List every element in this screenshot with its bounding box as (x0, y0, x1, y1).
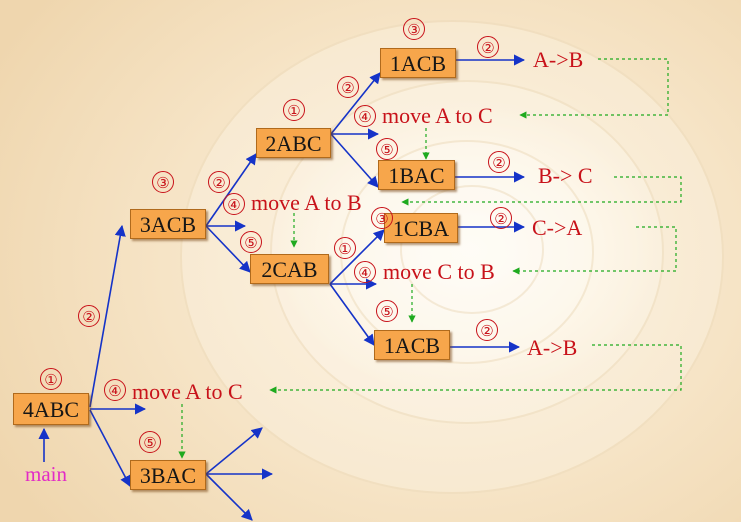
return-ab1-to-move (519, 58, 669, 119)
node-3bac: 3BAC (130, 460, 206, 490)
step-marker: ⑤ (240, 231, 262, 253)
node-2abc: 2ABC (256, 128, 331, 158)
result-bc: B-> C (538, 163, 593, 188)
step-marker: ② (337, 76, 359, 98)
step-marker: ③ (403, 18, 425, 40)
step-marker: ④ (223, 193, 245, 215)
node-1cba: 1CBA (384, 213, 458, 243)
step-marker: ① (40, 368, 62, 390)
node-1bac: 1BAC (378, 160, 455, 190)
step-marker: ② (476, 319, 498, 341)
return-bc-to-move (401, 176, 682, 206)
step-marker: ① (283, 99, 305, 121)
rose-petal (400, 185, 544, 314)
arrow-2cab-to-1cba (329, 229, 385, 285)
step-marker: ⑤ (376, 300, 398, 322)
step-marker: ② (488, 151, 510, 173)
arrow-3bac-branch (205, 427, 263, 475)
node-1acb-bottom: 1ACB (374, 330, 450, 360)
arrow-4abc-to-3acb (89, 224, 126, 408)
step-marker: ② (490, 207, 512, 229)
move-label-mid: move A to B (251, 190, 362, 215)
step-marker: ⑤ (376, 138, 398, 160)
step-marker: ③ (371, 207, 393, 229)
step-marker: ④ (104, 379, 126, 401)
main-label: main (25, 462, 67, 486)
step-marker: ⑤ (139, 431, 161, 453)
move-label-bottom: move A to C (132, 379, 243, 404)
result-ab-top: A->B (533, 47, 584, 72)
node-3acb: 3ACB (130, 209, 206, 239)
move-label-cb: move C to B (383, 259, 495, 284)
step-marker: ③ (152, 171, 174, 193)
step-marker: ② (208, 171, 230, 193)
node-4abc: 4ABC (13, 393, 89, 425)
step-marker: ④ (354, 105, 376, 127)
result-ab-bottom: A->B (527, 335, 578, 360)
arrow-3acb-to-2abc (205, 153, 257, 227)
step-marker: ② (477, 36, 499, 58)
arrow-4abc-to-3bac (89, 409, 131, 487)
move-label-top: move A to C (382, 103, 493, 128)
arrow-2cab-to-1acb (329, 283, 375, 346)
step-marker: ① (334, 237, 356, 259)
node-1acb-top: 1ACB (380, 48, 456, 78)
step-marker: ② (78, 305, 100, 327)
arrow-2abc-to-1bac (330, 133, 379, 188)
return-ca-to-move (512, 226, 677, 275)
step-marker: ④ (354, 261, 376, 283)
arrow-2abc-to-1acb (330, 72, 381, 135)
arrow-3acb-to-2cab (205, 225, 251, 273)
return-ab2-to-move (269, 344, 682, 394)
node-2cab: 2CAB (250, 254, 329, 284)
result-ca: C->A (532, 215, 583, 240)
arrow-3bac-branch (205, 473, 253, 521)
